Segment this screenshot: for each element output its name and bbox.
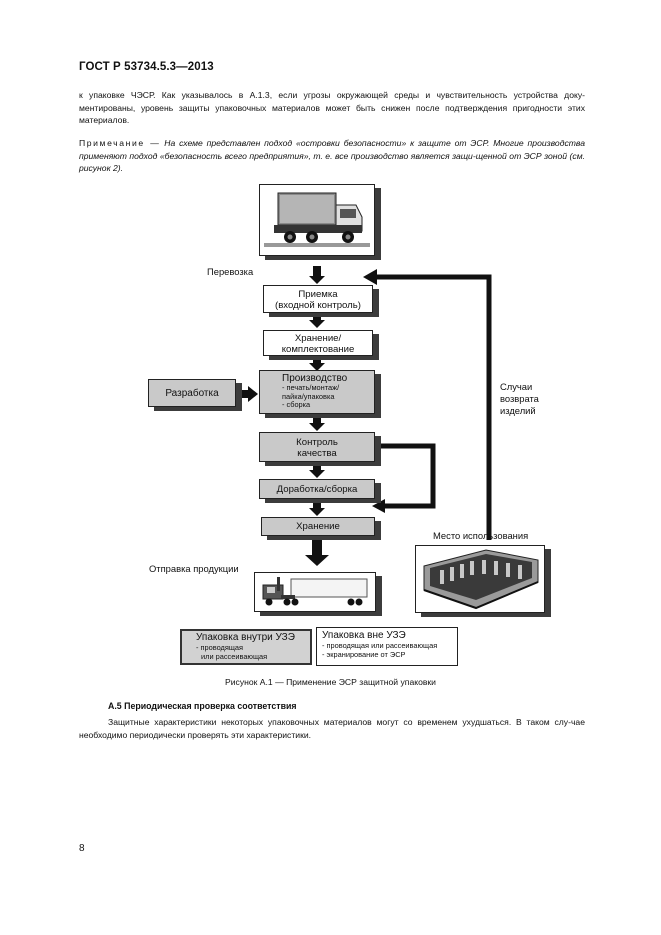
section-paragraph: Защитные характеристики некоторых упаков… xyxy=(79,717,585,740)
pack-outside-item1: - проводящая или рассеивающая xyxy=(322,641,438,650)
truck-icon xyxy=(264,192,370,247)
note-paragraph: Примечание — На схеме представлен подход… xyxy=(79,137,585,175)
usage-place-label: Место использования xyxy=(433,530,529,541)
shipping-label: Отправка продукции xyxy=(149,563,239,574)
qc-line2: качества xyxy=(297,448,337,459)
production-box: Производство - печать/монтаж/ пайка/упак… xyxy=(259,370,375,414)
electronics-rack-icon xyxy=(423,549,539,610)
pack-outside-item2: - экранирование от ЭСР xyxy=(322,649,406,659)
page-number: 8 xyxy=(79,843,85,854)
quality-control-box: Контроль качества xyxy=(259,432,375,462)
pack-inside-item2: или рассеивающая xyxy=(201,651,268,661)
rework-box: Доработка/сборка xyxy=(259,479,375,499)
returns-line3: изделий xyxy=(500,405,536,416)
production-item-assembly: - сборка xyxy=(282,400,311,409)
note-text: На схеме представлен подход «островки бе… xyxy=(79,138,585,174)
pack-inside-title: Упаковка внутри УЗЭ xyxy=(196,632,295,643)
packaging-inside-esd-box: Упаковка внутри УЗЭ - проводящая или рас… xyxy=(180,629,312,665)
production-item-solder: пайка/упаковка xyxy=(282,391,335,401)
acceptance-line1: Приемка xyxy=(298,289,338,300)
equipment-image-frame xyxy=(415,545,545,613)
pack-outside-title: Упаковка вне УЗЭ xyxy=(322,630,406,641)
qc-line1: Контроль xyxy=(296,437,338,448)
truck-image-frame xyxy=(259,184,375,256)
semi-truck-icon xyxy=(262,577,368,606)
storage-box: Хранение xyxy=(261,517,375,536)
production-title: Производство xyxy=(282,373,348,384)
semi-truck-image-frame xyxy=(254,572,376,612)
returns-label: Случаи возврата изделий xyxy=(500,381,539,417)
returns-line1: Случаи xyxy=(500,381,533,392)
returns-line2: возврата xyxy=(500,393,539,404)
document-header: ГОСТ Р 53734.5.3—2013 xyxy=(79,61,214,73)
storage-picking-box: Хранение/ комплектование xyxy=(263,330,373,356)
intro-paragraph: к упаковке ЧЭСР. Как указывалось в А.1.3… xyxy=(79,90,585,126)
development-box: Разработка xyxy=(148,379,236,407)
storage-line2: комплектование xyxy=(281,344,355,355)
transport-label: Перевозка xyxy=(207,266,254,277)
note-lead: Примечание — xyxy=(79,138,161,148)
acceptance-line2: (входной контроль) xyxy=(275,300,361,311)
figure-caption: Рисунок А.1 — Применение ЭСР защитной уп… xyxy=(225,677,436,687)
acceptance-box: Приемка (входной контроль) xyxy=(263,285,373,313)
pack-inside-item1: - проводящая xyxy=(196,643,244,652)
production-item-print: - печать/монтаж/ xyxy=(282,383,340,392)
section-title: А.5 Периодическая проверка соответствия xyxy=(108,701,297,711)
packaging-outside-esd-box: Упаковка вне УЗЭ - проводящая или рассеи… xyxy=(316,627,458,666)
storage-line1: Хранение/ xyxy=(294,333,342,344)
